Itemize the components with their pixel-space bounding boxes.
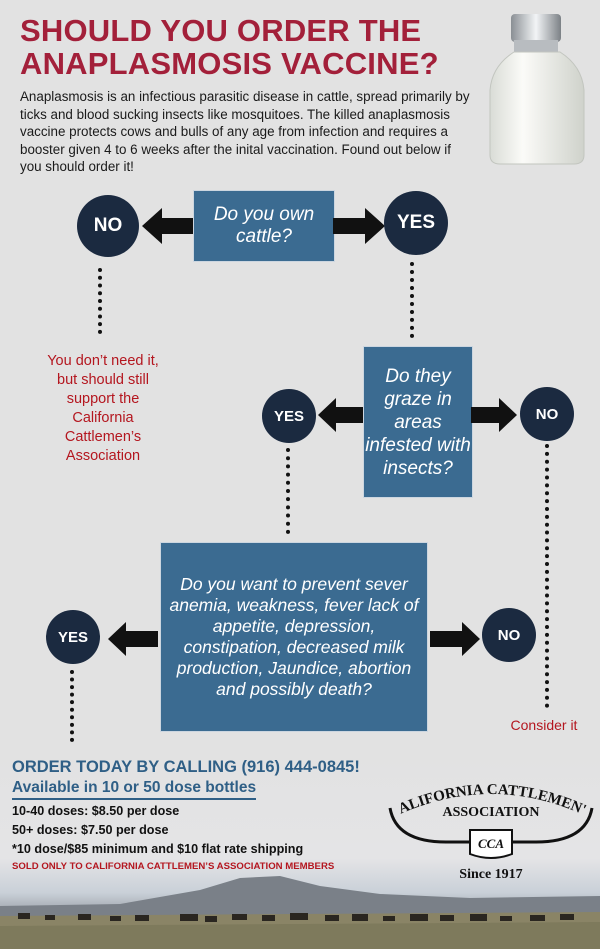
q3-no-circle: NO [482,608,536,662]
question-graze-insects: Do they graze in areas infested with ins… [363,346,473,498]
arrow-left-icon [142,208,194,244]
logo-since: Since 1917 [459,867,522,882]
price-line-3: *10 dose/$85 minimum and $10 flat rate s… [12,842,304,856]
dotted-connector [70,670,74,742]
page-title: SHOULD YOU ORDER THE ANAPLASMOSIS VACCIN… [20,13,439,81]
order-phone-heading: ORDER TODAY BY CALLING (916) 444-0845! [12,758,360,776]
price-line-1: 10-40 doses: $8.50 per dose [12,804,180,818]
arrow-right-icon [471,398,517,432]
logo-text-line2: ASSOCIATION [443,805,540,820]
members-only-notice: SOLD ONLY TO CALIFORNIA CATTLEMEN’S ASSO… [12,861,335,872]
cattle-landscape-image [0,876,600,949]
consider-it-result: Consider it [510,717,578,733]
dotted-connector [545,444,549,708]
q1-no-circle: NO [77,195,139,257]
arrow-left-icon [108,622,158,656]
arrow-right-icon [333,208,385,244]
q1-yes-circle: YES [384,191,448,255]
price-line-2: 50+ doses: $7.50 per dose [12,823,169,837]
q2-yes-circle: YES [262,389,316,443]
vaccine-bottle-image [489,14,585,165]
question-own-cattle: Do you own cattle? [193,190,335,262]
arrow-right-icon [430,622,480,656]
logo-mark: CCA [478,836,504,851]
q2-no-circle: NO [520,387,574,441]
dotted-connector [98,268,102,334]
dotted-connector [410,262,414,338]
cca-logo: CALIFORNIA CATTLEMEN'S ASSOCIATION CCA S… [386,778,594,882]
q3-yes-circle: YES [46,610,100,664]
bottle-sizes-subheading: Available in 10 or 50 dose bottles [12,779,257,800]
dotted-connector [286,448,290,534]
no-cattle-result: You don’t need it, but should still supp… [47,353,159,464]
arrow-left-icon [318,398,364,432]
intro-paragraph: Anaplasmosis is an infectious parasitic … [20,89,470,174]
question-prevent-symptoms: Do you want to prevent sever anemia, wea… [160,542,428,732]
